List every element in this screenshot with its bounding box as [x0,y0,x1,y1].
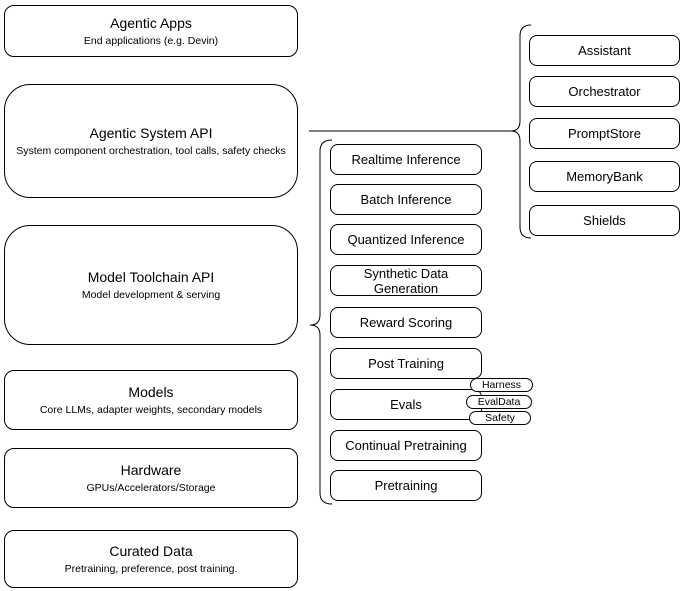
tag-label: Harness [481,379,522,391]
layer-subtitle: System component orchestration, tool cal… [16,144,286,157]
layer-title: Hardware [120,461,182,478]
layer-title: Curated Data [109,542,193,559]
layer-curated-data: Curated Data Pretraining, preference, po… [4,530,298,588]
layer-models: Models Core LLMs, adapter weights, secon… [4,370,298,430]
service-label: Realtime Inference [351,152,461,167]
component-label: PromptStore [568,126,641,141]
component-label: Orchestrator [568,84,641,99]
service-reward-scoring: Reward Scoring [330,307,482,338]
service-label: Evals [390,397,422,412]
service-post-training: Post Training [330,348,482,379]
service-realtime-inference: Realtime Inference [330,144,482,175]
service-batch-inference: Batch Inference [330,184,482,215]
layer-title: Model Toolchain API [87,268,215,285]
layer-title: Models [128,383,174,400]
component-assistant: Assistant [529,35,680,66]
layer-title: Agentic Apps [110,14,192,31]
component-promptstore: PromptStore [529,118,680,149]
service-label: Batch Inference [360,192,452,207]
service-label: Quantized Inference [347,232,465,247]
tag-label: EvalData [477,396,521,408]
system-components-brace [510,24,532,239]
layer-subtitle: GPUs/Accelerators/Storage [86,481,216,494]
component-memorybank: MemoryBank [529,161,680,192]
service-continual-pretraining: Continual Pretraining [330,430,482,461]
component-label: Shields [583,213,626,228]
layer-subtitle: End applications (e.g. Devin) [83,34,219,47]
layer-hardware: Hardware GPUs/Accelerators/Storage [4,448,298,508]
service-label: Reward Scoring [359,315,453,330]
tag-evaldata: EvalData [466,395,532,409]
component-shields: Shields [529,205,680,236]
tag-safety: Safety [469,411,531,425]
service-evals: Evals [330,389,482,420]
layer-model-toolchain-api: Model Toolchain API Model development & … [4,225,298,345]
service-synthetic-data-generation: Synthetic Data Generation [330,265,482,296]
service-quantized-inference: Quantized Inference [330,224,482,255]
layer-subtitle: Model development & serving [81,288,221,301]
service-pretraining: Pretraining [330,470,482,501]
service-label: Continual Pretraining [345,438,467,453]
component-label: Assistant [578,43,631,58]
component-orchestrator: Orchestrator [529,76,680,107]
layer-agentic-system-api: Agentic System API System component orch… [4,84,298,198]
layer-subtitle: Pretraining, preference, post training. [64,562,238,575]
component-label: MemoryBank [566,169,643,184]
tag-label: Safety [485,412,515,424]
layer-agentic-apps: Agentic Apps End applications (e.g. Devi… [4,5,298,57]
tag-harness: Harness [470,378,533,392]
layer-title: Agentic System API [89,124,213,141]
service-label: Post Training [368,356,444,371]
service-label: Synthetic Data Generation [363,265,449,296]
layer-subtitle: Core LLMs, adapter weights, secondary mo… [39,403,263,416]
toolchain-services-brace [309,139,333,505]
service-label: Pretraining [374,478,438,493]
